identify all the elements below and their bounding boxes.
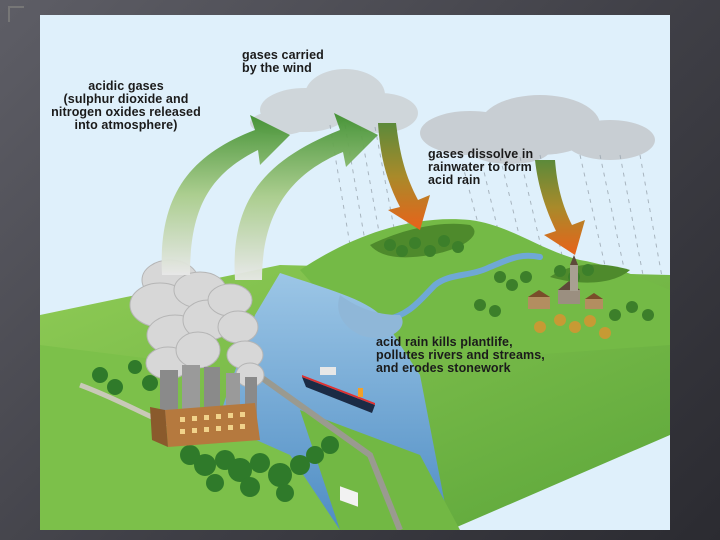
slide-corner-mark — [8, 6, 24, 22]
caption-gases-dissolve: gases dissolve in rainwater to form acid… — [428, 148, 533, 187]
caption-gases-carried: gases carried by the wind — [242, 49, 324, 75]
diagram-frame: acidic gases (sulphur dioxide and nitrog… — [40, 15, 670, 530]
caption-acidic-gases: acidic gases (sulphur dioxide and nitrog… — [42, 80, 210, 132]
caption-acid-rain-effects: acid rain kills plantlife, pollutes rive… — [376, 336, 545, 375]
